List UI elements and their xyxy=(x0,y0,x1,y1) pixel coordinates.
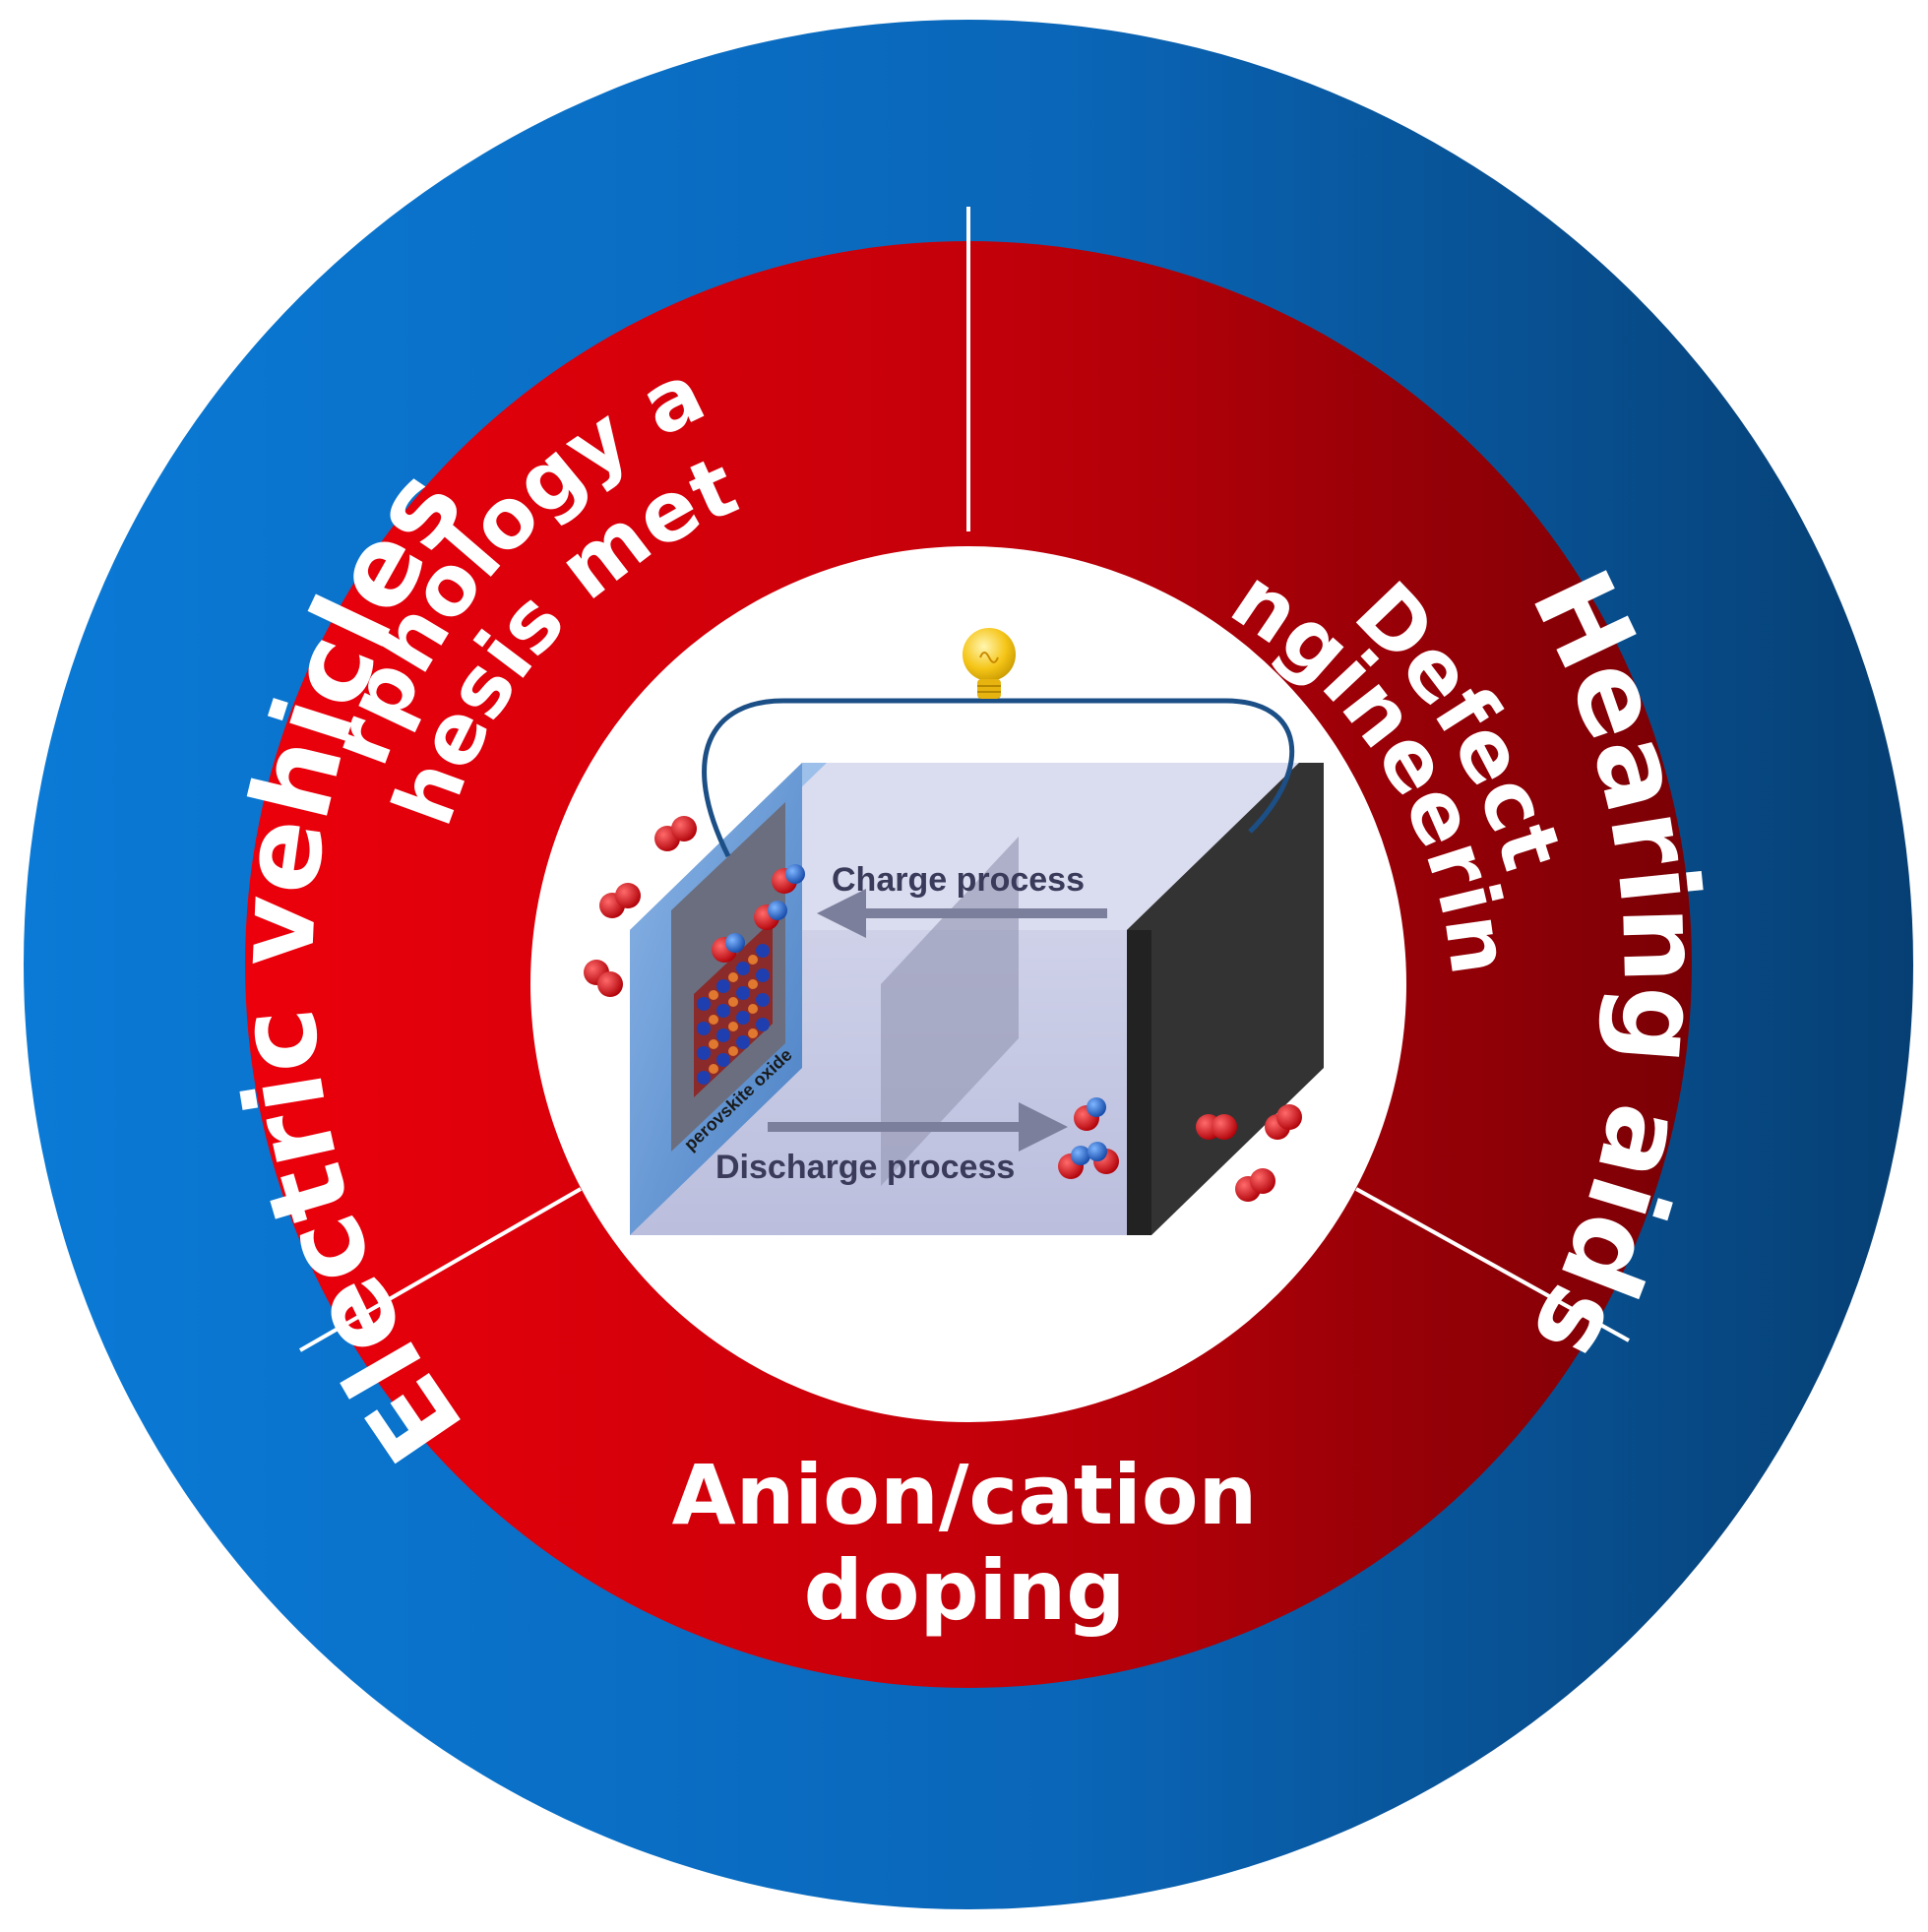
discharge-process-label: Discharge process xyxy=(715,1149,1015,1186)
battery-schematic: perovskite oxide Charge process Discharg… xyxy=(584,628,1324,1235)
divider-bottom-right xyxy=(1355,1187,1630,1342)
ions-cathode-outside xyxy=(584,816,697,997)
circuit-wire xyxy=(702,698,1295,858)
anode-face xyxy=(1127,930,1151,1235)
ions-anode-inside xyxy=(1058,1097,1119,1179)
divider-bottom-left xyxy=(299,1187,582,1352)
electrolyte-top xyxy=(630,763,1324,930)
label-doping-line2: doping xyxy=(804,1542,1126,1639)
separator xyxy=(881,837,1019,1186)
ions-cathode-inside xyxy=(712,864,805,963)
ions-anode-outside xyxy=(1196,1104,1302,1202)
charge-process-label: Charge process xyxy=(832,861,1085,899)
bulb-icon xyxy=(963,628,1016,699)
perovskite-lattice xyxy=(694,920,773,1097)
label-doping-line1: Anion/cation xyxy=(672,1447,1258,1543)
anode-plate xyxy=(1127,763,1324,1235)
